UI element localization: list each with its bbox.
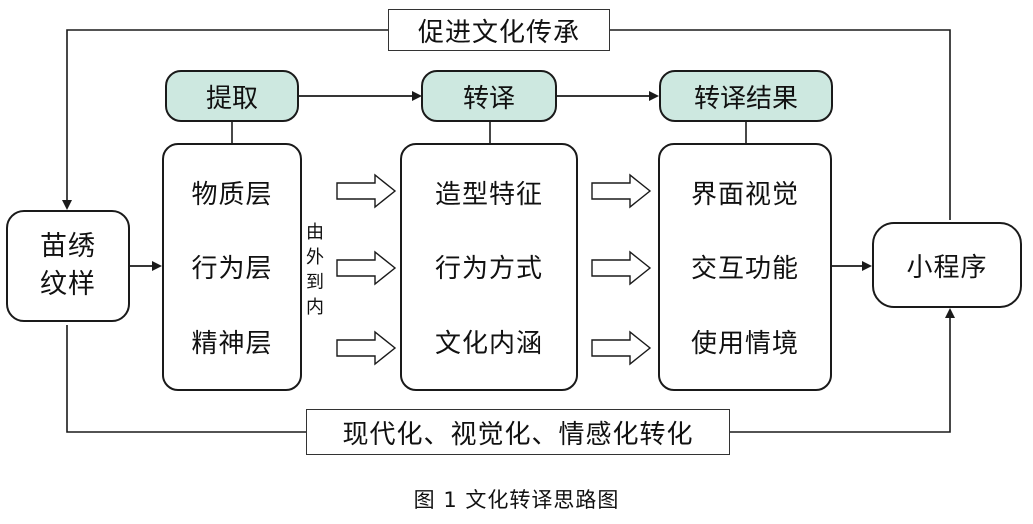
direction-label: 由外到内: [306, 222, 324, 318]
hollow-arrow-1-1: [336, 173, 397, 209]
target-text: 小程序: [906, 252, 988, 283]
hollow-arrow-1-3: [336, 330, 397, 366]
header-result-text: 转译结果: [693, 83, 798, 114]
item-shape-feature: 造型特征: [434, 179, 543, 210]
column-extract-box: 物质层 行为层 精神层: [162, 143, 302, 391]
column-translate-box: 造型特征 行为方式 文化内涵: [400, 143, 578, 391]
item-interface-visual: 界面视觉: [690, 179, 799, 210]
top-loop-label: 促进文化传承: [388, 9, 610, 51]
item-usage-context: 使用情境: [690, 329, 799, 360]
item-behavior-layer: 行为层: [191, 254, 273, 285]
header-extract-text: 提取: [205, 83, 258, 114]
bottom-loop-label-text: 现代化、视觉化、情感化转化: [342, 419, 694, 450]
source-box: 苗绣纹样: [6, 210, 130, 322]
target-box: 小程序: [872, 222, 1022, 308]
item-cultural-meaning: 文化内涵: [434, 329, 543, 360]
hollow-arrow-2-3: [591, 330, 652, 366]
item-material-layer: 物质层: [191, 179, 273, 210]
header-extract: 提取: [165, 70, 299, 122]
top-loop-label-text: 促进文化传承: [417, 17, 580, 48]
item-spirit-layer: 精神层: [191, 329, 273, 360]
figure-caption: 图 1 文化转译思路图: [413, 488, 620, 512]
header-translate: 转译: [421, 70, 557, 122]
hollow-arrow-2-1: [591, 173, 652, 209]
header-translate-text: 转译: [462, 83, 515, 114]
hollow-arrow-1-2: [336, 250, 397, 286]
hollow-arrow-2-2: [591, 250, 652, 286]
column-result-box: 界面视觉 交互功能 使用情境: [658, 143, 832, 391]
item-interaction-function: 交互功能: [690, 254, 799, 285]
source-text: 苗绣纹样: [40, 231, 96, 300]
bottom-loop-label: 现代化、视觉化、情感化转化: [306, 409, 730, 455]
item-behavior-mode: 行为方式: [434, 254, 543, 285]
header-result: 转译结果: [659, 70, 833, 122]
